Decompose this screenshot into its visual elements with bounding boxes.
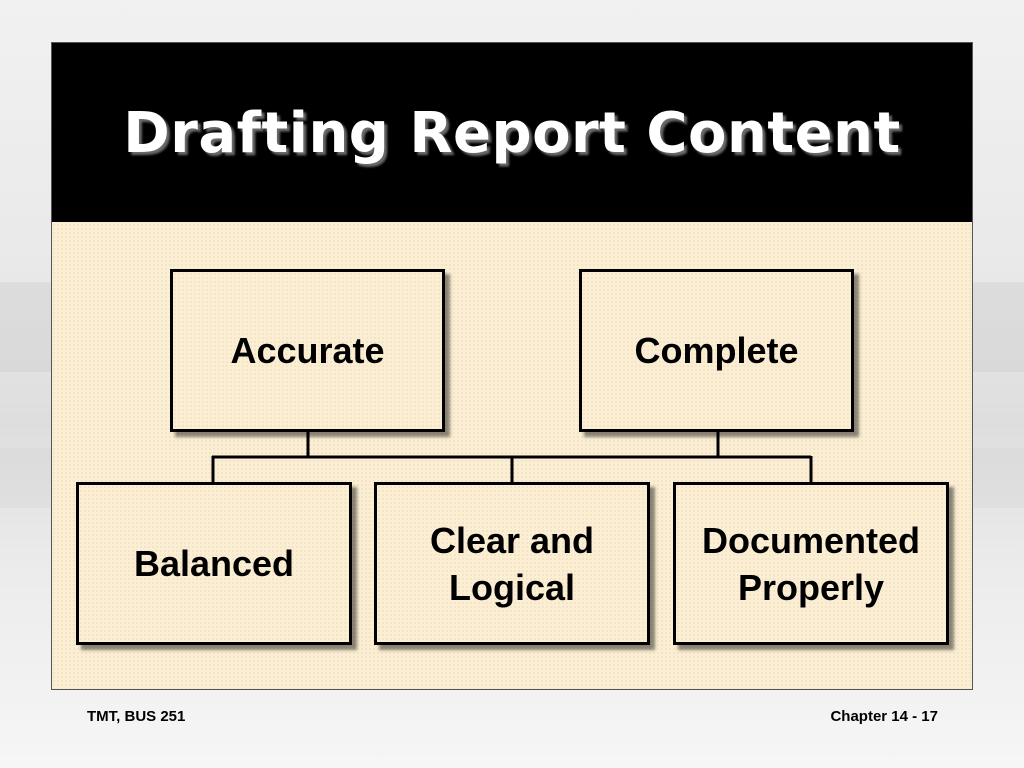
slide-title: Drafting Report Content xyxy=(123,101,901,166)
box-clear-and-logical-label: Clear and Logical xyxy=(429,519,595,608)
slide: Drafting Report Content Accurate Complet… xyxy=(51,42,973,690)
box-complete-label: Complete xyxy=(634,330,799,371)
box-accurate-label: Accurate xyxy=(230,330,385,371)
box-balanced: Balanced xyxy=(76,482,352,645)
box-documented-properly-label: Documented Properly xyxy=(701,519,921,608)
connector-lines xyxy=(211,431,813,484)
box-balanced-label: Balanced xyxy=(133,543,295,584)
box-accurate: Accurate xyxy=(170,269,445,432)
box-clear-and-logical: Clear and Logical xyxy=(374,482,650,645)
footer-course: TMT, BUS 251 xyxy=(87,708,186,725)
footer-page-number: Chapter 14 - 17 xyxy=(830,708,938,725)
box-complete: Complete xyxy=(579,269,854,432)
box-documented-properly: Documented Properly xyxy=(673,482,949,645)
title-bar: Drafting Report Content xyxy=(52,43,972,222)
